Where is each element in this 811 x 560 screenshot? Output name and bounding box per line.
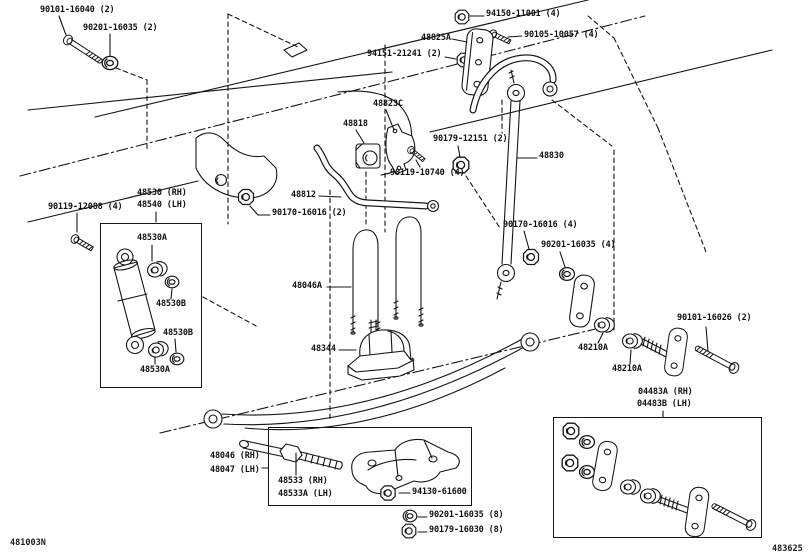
label-48830[interactable]: 48830: [539, 151, 564, 161]
label-94151-21241[interactable]: 94151-21241 (2): [367, 49, 442, 59]
label-48344[interactable]: 48344: [311, 344, 336, 354]
label-48540-LH[interactable]: 48540 (LH): [137, 200, 187, 210]
leader-lines: [58, 15, 709, 533]
figure-code: 481003N: [10, 538, 46, 548]
label-48818[interactable]: 48818: [343, 119, 368, 129]
label-48047-LH[interactable]: 48047 (LH): [210, 465, 260, 475]
label-90201-16035-2[interactable]: 90201-16035 (2): [83, 23, 158, 33]
label-90101-16026[interactable]: 90101-16026 (2): [677, 313, 752, 323]
label-48046A[interactable]: 48046A: [292, 281, 322, 291]
stabilizer-bushing-48818: [355, 143, 381, 169]
label-48210A-1[interactable]: 48210A: [578, 343, 608, 353]
stabilizer-bar-48812: [313, 54, 558, 213]
spring-bumper-48344: [347, 319, 415, 381]
construction-dashed-lines: [115, 13, 707, 421]
label-90170-16016-4[interactable]: 90170-16016 (4): [503, 220, 578, 230]
stabilizer-clamp-48823C: [385, 123, 416, 175]
label-94150-11001[interactable]: 94150-11001 (4): [486, 9, 561, 19]
spring-hanger-bracket: [195, 132, 278, 199]
shackle-pin-rod: [640, 336, 669, 358]
label-90119-12088[interactable]: 90119-12088 (4): [48, 202, 123, 212]
stabilizer-link-48830: [496, 69, 526, 300]
label-48530A-top[interactable]: 48530A: [137, 233, 167, 243]
label-90201-16035-4[interactable]: 90201-16035 (4): [541, 240, 616, 250]
label-90201-16035-8[interactable]: 90201-16035 (8): [429, 510, 504, 520]
label-48812[interactable]: 48812: [291, 190, 316, 200]
label-48210A-2[interactable]: 48210A: [612, 364, 642, 374]
label-90119-10740[interactable]: 90119-10740 (4): [390, 168, 465, 178]
label-04483A-RH[interactable]: 04483A (RH): [638, 387, 693, 397]
label-48046-RH[interactable]: 48046 (RH): [210, 451, 260, 461]
spring-seat-48046: [351, 438, 460, 495]
u-bolts-48046A: [350, 216, 424, 341]
label-48533-RH[interactable]: 48533 (RH): [278, 476, 328, 486]
label-48533A-LH[interactable]: 48533A (LH): [278, 489, 333, 499]
label-04483B-LH[interactable]: 04483B (LH): [637, 399, 692, 409]
label-90170-16016-2[interactable]: 90170-16016 (2): [272, 208, 347, 218]
shackle-kit-04483-parts: [561, 422, 759, 539]
label-90179-12151[interactable]: 90179-12151 (2): [433, 134, 508, 144]
label-94130-61600[interactable]: 94130-61600: [412, 487, 467, 497]
label-90101-16040[interactable]: 90101-16040 (2): [40, 5, 115, 15]
shock-absorber-48530: [113, 248, 156, 355]
label-48530B-upper[interactable]: 48530B: [156, 299, 186, 309]
sheet-code: 483625: [772, 544, 803, 554]
leaf-spring: [203, 332, 540, 431]
label-48825A[interactable]: 48825A: [421, 33, 451, 43]
label-90179-16030-8[interactable]: 90179-16030 (8): [429, 525, 504, 535]
label-48530A-bottom[interactable]: 48530A: [140, 365, 170, 375]
label-90105-10057[interactable]: 90105-10057 (4): [524, 30, 599, 40]
label-48530B-lower[interactable]: 48530B: [163, 328, 193, 338]
label-48530-RH[interactable]: 48530 (RH): [137, 188, 187, 198]
label-48823C[interactable]: 48823C: [373, 99, 403, 109]
